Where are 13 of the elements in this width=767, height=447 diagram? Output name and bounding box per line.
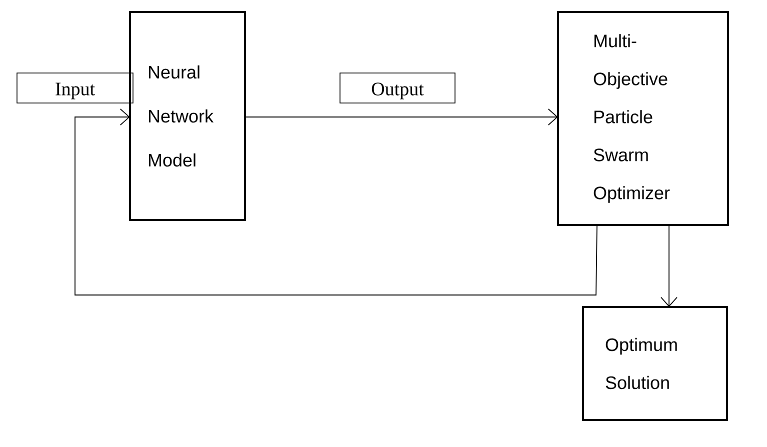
node-label: Optimum Solution (606, 338, 677, 390)
arrow (74, 108, 598, 296)
node-label: Neural Network Model (148, 65, 214, 167)
arrow (244, 108, 558, 126)
node-label: Multi-Objective Particle Swarm Optimizer (594, 34, 670, 203)
label-box (340, 72, 456, 104)
node-label: Output (372, 82, 424, 100)
arrow (660, 224, 678, 307)
process-box (129, 11, 246, 221)
process-box (582, 306, 728, 421)
node-label: Input (56, 82, 95, 100)
process-box (557, 11, 729, 226)
label-box (16, 72, 134, 104)
